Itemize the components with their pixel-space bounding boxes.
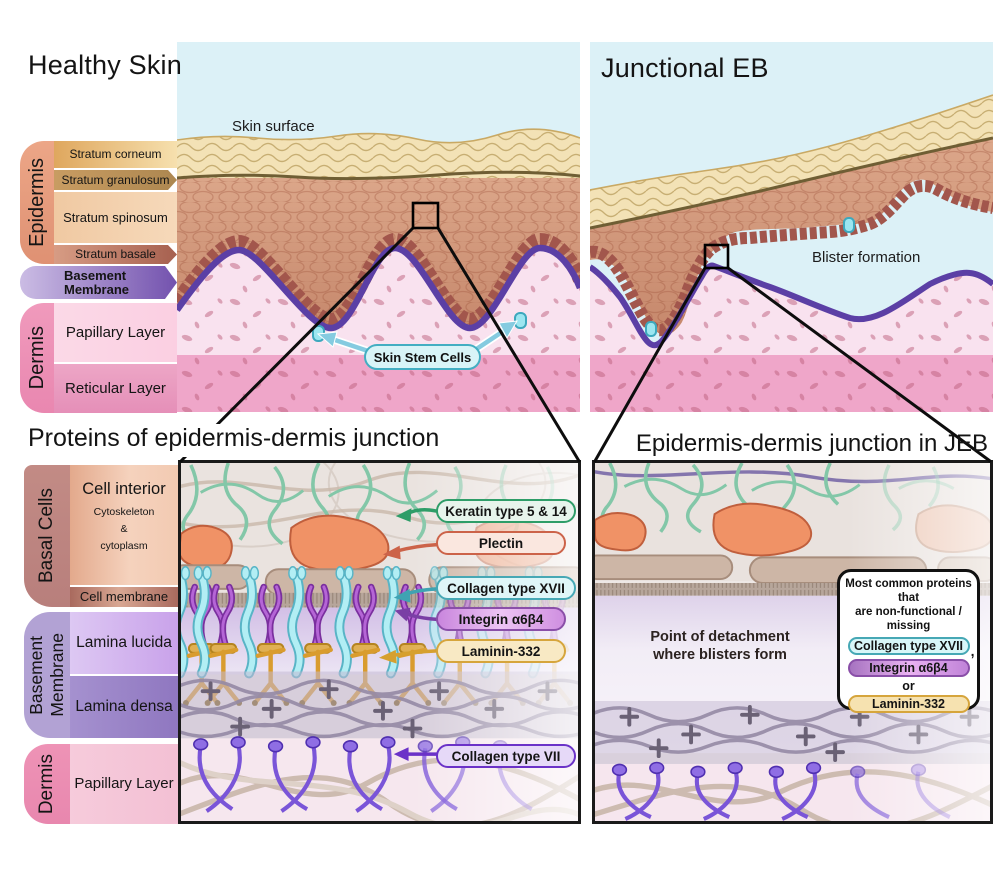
cell-interior-row: Cell interior Cytoskeleton & cytoplasm [70, 465, 178, 585]
layer-row-reticular: Reticular Layer [54, 364, 177, 413]
legend-collagen17: Collagen type XVII , [847, 637, 975, 659]
legend-integrin: Integrin α6β4 [847, 659, 970, 678]
skin-stem-cell-right [514, 312, 527, 329]
basal-cells-label: Basal Cells [36, 488, 57, 584]
skin-surface-label: Skin surface [232, 118, 315, 135]
bm-word-2: Membrane [47, 633, 67, 717]
stratum-granulosum-line [177, 170, 580, 181]
skin-surface-line [177, 128, 580, 144]
proteins-junction-title: Proteins of epidermis-dermis junction [28, 424, 450, 457]
cytoskeleton-label: Cytoskeleton [93, 506, 155, 519]
point-of-detachment-text: Point of detachment where blisters form [650, 629, 790, 664]
epidermis-group-label: Epidermis [25, 158, 48, 247]
cell-interior-label: Cell interior [82, 480, 166, 498]
layer-row-stratum-spinosum: Stratum spinosum [54, 192, 177, 243]
dermis-bottom-tab: Dermis [24, 744, 70, 824]
stem-cell-in-blister-roof [843, 217, 855, 233]
layer-row-stratum-granulosum: Stratum granulosum [54, 170, 177, 190]
layer-row-stratum-basale: Stratum basale [54, 245, 177, 264]
protein-label-plectin: Plectin [436, 531, 566, 555]
papillary-bottom-row: Papillary Layer [70, 744, 178, 824]
missing-proteins-legend: Most common proteins that are non-functi… [837, 569, 980, 714]
cell-membrane-row: Cell membrane [70, 587, 178, 607]
amp-label: & [120, 523, 128, 536]
junctional-eb-svg [590, 42, 993, 412]
skin-stem-cells-label: Skin Stem Cells [364, 344, 481, 370]
healthy-skin-title: Healthy Skin [28, 50, 182, 80]
lamina-lucida-row: Lamina lucida [70, 612, 178, 674]
protein-label-integrin: Integrin α6β4 [436, 607, 566, 631]
protein-label-laminin: Laminin-332 [436, 639, 566, 663]
dermis-group-tab: Dermis [20, 303, 54, 413]
legend-or: or [902, 679, 915, 694]
layer-row-stratum-corneum: Stratum corneum [54, 141, 177, 168]
junctional-eb-illustration [590, 42, 993, 412]
layer-row-papillary: Papillary Layer [54, 303, 177, 362]
basal-cells-tab: Basal Cells [24, 465, 70, 607]
bm-word-1: Basement [26, 635, 46, 715]
stratum-granulosum-line [590, 136, 993, 230]
corneum-texture [177, 129, 580, 178]
legend-comma: , [970, 643, 975, 660]
protein-label-collagen17: Collagen type XVII [436, 576, 576, 600]
legend-title: Most common proteins that are non-functi… [845, 578, 972, 633]
epidermis-group-tab: Epidermis [20, 141, 54, 264]
junctional-eb-title: Junctional EB [601, 53, 769, 83]
cytoplasm-label: cytoplasm [100, 540, 148, 553]
dermis-bottom-label: Dermis [36, 753, 57, 815]
dermis-group-label: Dermis [25, 326, 48, 390]
protein-label-collagen7: Collagen type VII [436, 744, 576, 768]
legend-laminin: Laminin-332 [847, 695, 970, 714]
keratin-filaments [600, 463, 955, 534]
skin-surface-line [590, 94, 993, 191]
jeb-junction-title: Epidermis-dermis junction in JEB [635, 430, 988, 457]
stem-cell-in-ridge [645, 321, 657, 337]
protein-label-keratin: Keratin type 5 & 14 [436, 499, 576, 523]
blister-formation-label: Blister formation [812, 249, 921, 266]
lamina-densa-row: Lamina densa [70, 676, 178, 738]
basement-membrane-tab: Basement Membrane [24, 612, 70, 738]
label-connectors [379, 508, 439, 762]
